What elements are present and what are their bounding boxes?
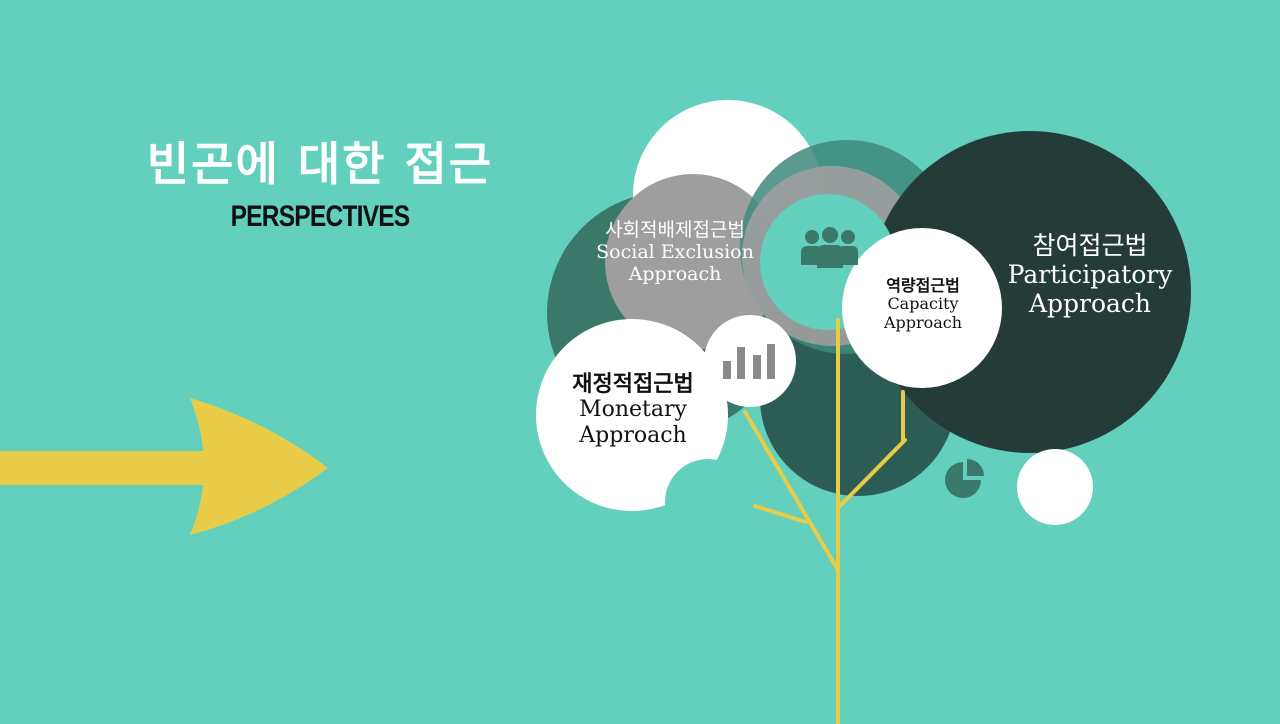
- social-exclusion-label: 사회적배제접근법 Social Exclusion Approach: [560, 219, 790, 286]
- participatory-korean: 참여접근법: [1032, 231, 1148, 260]
- monetary-english-line1: Monetary: [579, 397, 687, 423]
- capacity-circle: [842, 228, 1002, 388]
- participatory-english-line2: Approach: [1028, 288, 1152, 318]
- monetary-english-line2: Approach: [579, 422, 687, 448]
- pie-chart-icon: [945, 459, 984, 498]
- monetary-label: 재정적접근법 Monetary Approach: [540, 371, 726, 448]
- small-teal-notch: [665, 459, 751, 545]
- page-subtitle: PERSPECTIVES: [230, 200, 411, 233]
- capacity-korean: 역량접근법: [886, 276, 960, 295]
- participatory-label: 참여접근법 Participatory Approach: [995, 231, 1185, 318]
- capacity-label: 역량접근법 Capacity Approach: [850, 276, 996, 332]
- monetary-korean: 재정적접근법: [572, 371, 694, 397]
- tree-stem: [743, 318, 907, 724]
- page-title: 빈곤에 대한 접근: [146, 137, 494, 191]
- small-white-circle: [1017, 449, 1093, 525]
- participatory-english-line1: Participatory: [1007, 259, 1173, 289]
- gray-social-circle: [605, 174, 781, 350]
- social-english-line1: Social Exclusion: [596, 240, 754, 263]
- monetary-circle: [536, 319, 728, 511]
- capacity-english-line1: Capacity: [887, 294, 959, 314]
- chart-circle: [704, 315, 796, 407]
- social-korean: 사회적배제접근법: [605, 219, 745, 241]
- social-english-line2: Approach: [628, 262, 722, 285]
- people-icon: [801, 227, 858, 268]
- arrow-graphic: [0, 398, 328, 535]
- bar-chart-icon: [723, 344, 775, 379]
- capacity-english-line2: Approach: [883, 312, 963, 332]
